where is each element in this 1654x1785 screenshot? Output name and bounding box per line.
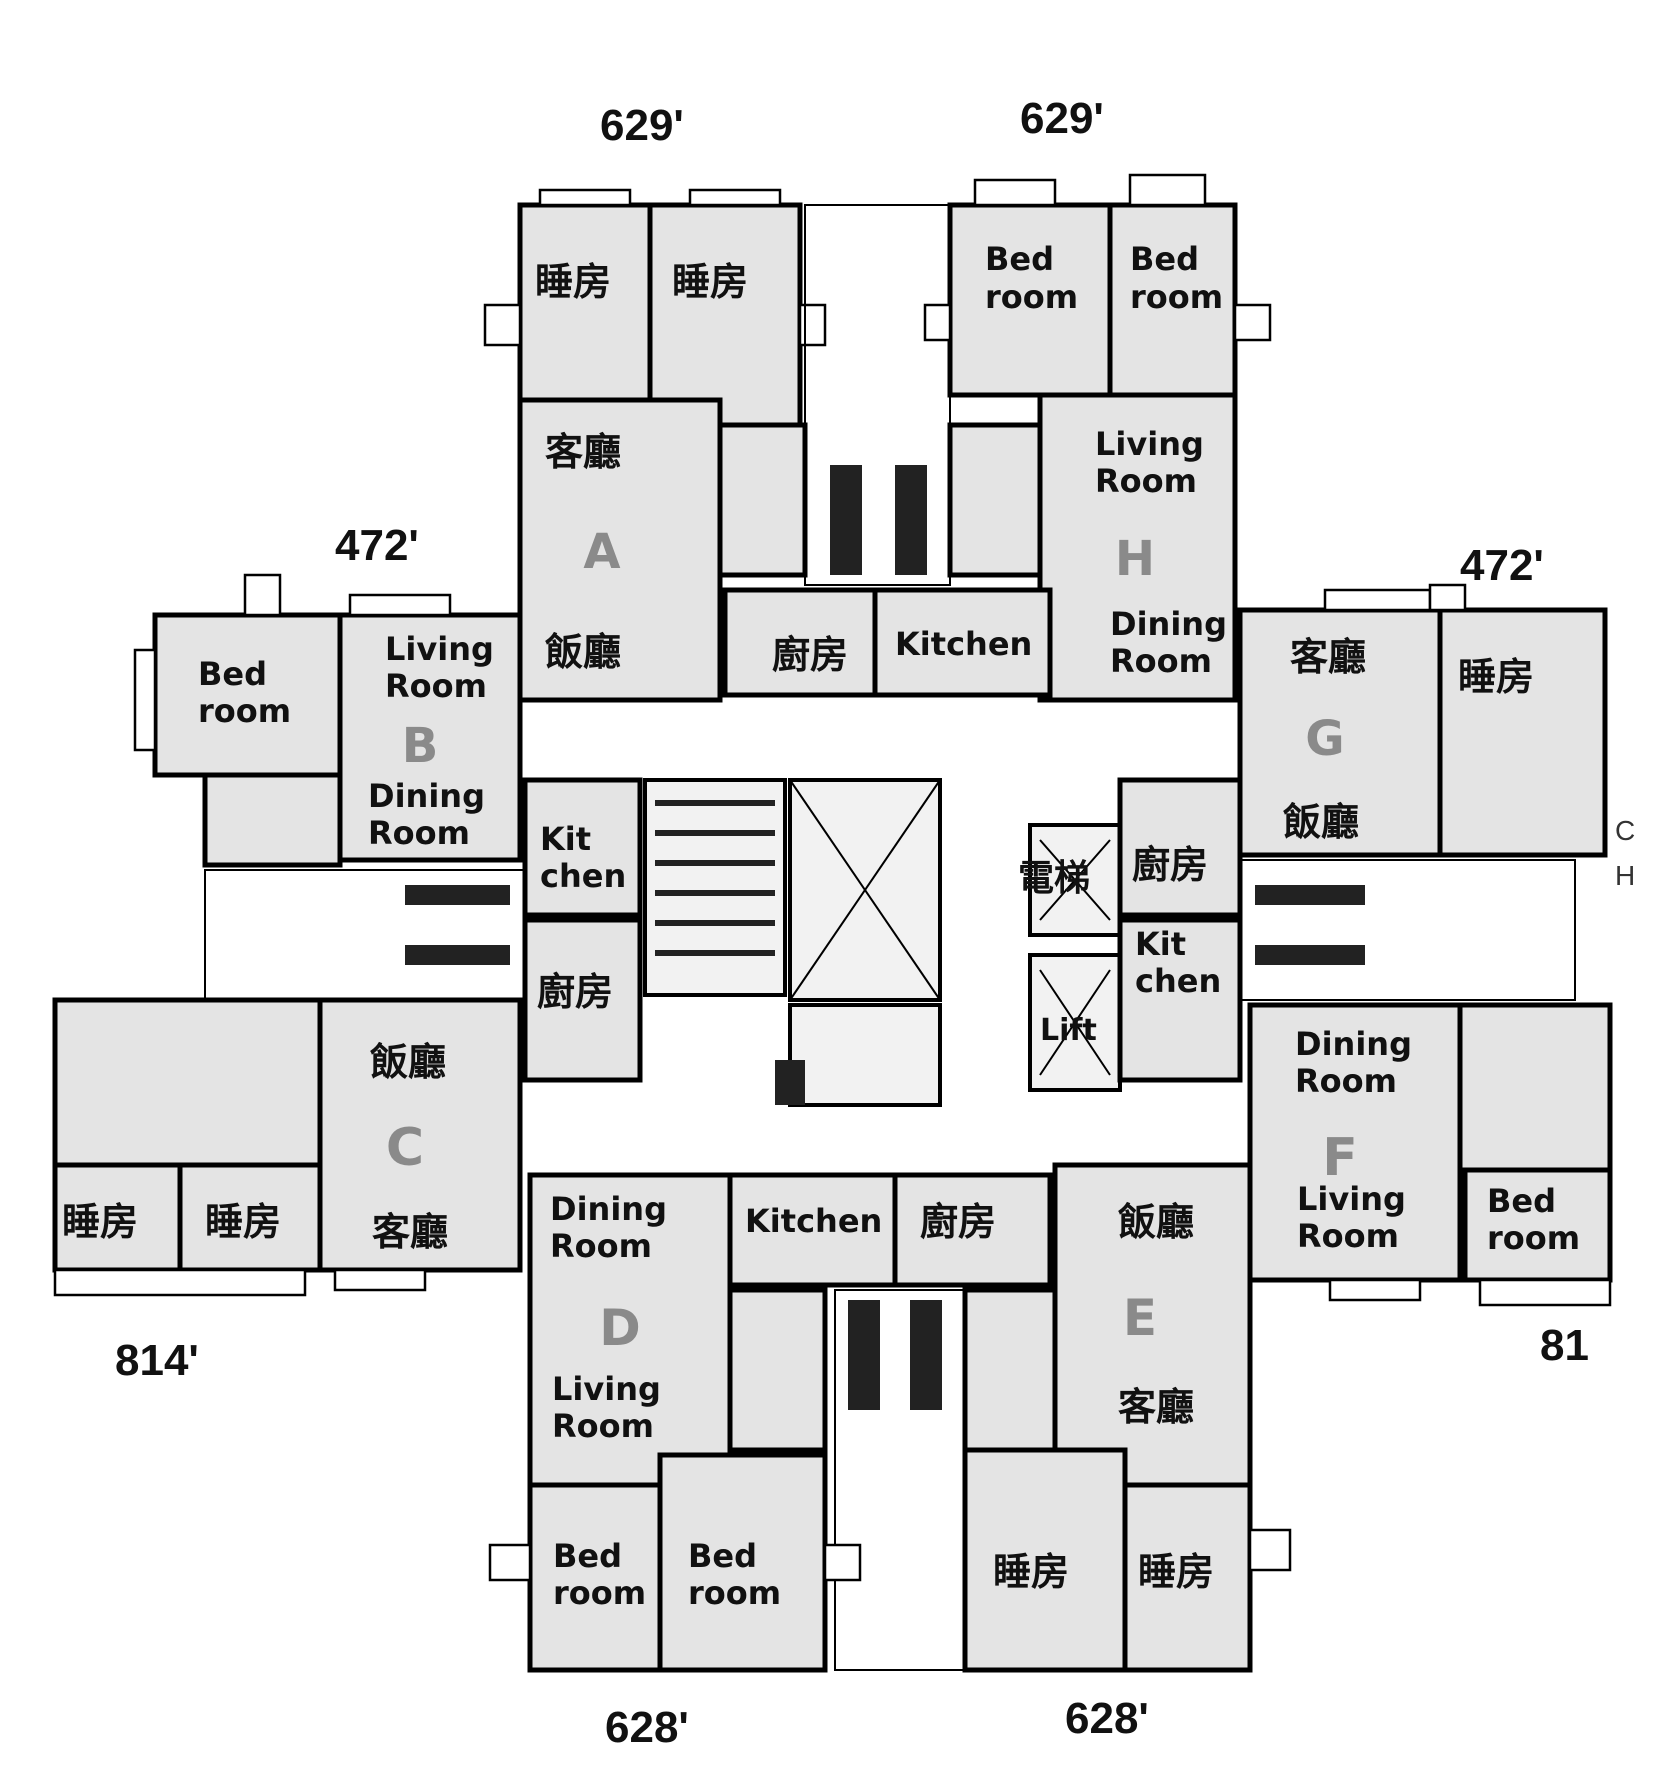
- room-label: Living: [552, 1370, 661, 1408]
- room-label: room: [198, 692, 291, 730]
- room-label: Room: [368, 814, 470, 852]
- bottom-corridor: [727, 1172, 1053, 1671]
- room-label: Room: [1295, 1062, 1397, 1100]
- room-label: Dining: [550, 1190, 667, 1228]
- room-label: 飯廳: [1118, 1200, 1194, 1244]
- room-label: 睡房: [672, 260, 748, 304]
- unit-c: [52, 997, 523, 1297]
- unit-label-h: H: [1115, 531, 1155, 587]
- unit-g: [1117, 583, 1608, 1083]
- unit-label-e: E: [1123, 1289, 1157, 1347]
- room-label: 睡房: [535, 260, 611, 304]
- area-label-bottom-left-wing: 814': [115, 1336, 199, 1385]
- room-label: Room: [1297, 1217, 1399, 1255]
- room-label: Bed: [1487, 1182, 1556, 1220]
- unit-label-b: B: [402, 718, 439, 774]
- room-label: Bed: [985, 240, 1054, 278]
- right-link: [1239, 859, 1576, 1001]
- unit-label-a: A: [583, 524, 620, 580]
- unit-a: [483, 188, 827, 703]
- room-label: Bed: [198, 655, 267, 693]
- room-label: Room: [552, 1407, 654, 1445]
- left-link: [204, 869, 643, 1083]
- room-label: 客廳: [1118, 1385, 1194, 1429]
- room-label: Dining: [1295, 1025, 1412, 1063]
- room-label: Kit: [1135, 925, 1186, 963]
- room-label: 客廳: [545, 430, 621, 474]
- room-label: room: [553, 1574, 646, 1612]
- room-label: 電梯: [1018, 858, 1090, 899]
- room-label: Room: [1095, 462, 1197, 500]
- room-label: chen: [1135, 962, 1221, 1000]
- unit-b: [133, 573, 643, 918]
- room-label: 飯廳: [545, 630, 621, 674]
- room-label: 廚房: [537, 970, 613, 1014]
- unit-label-d: D: [599, 1299, 641, 1357]
- unit-d: [488, 1172, 862, 1673]
- room-label: Kitchen: [745, 1202, 882, 1240]
- room-label: 廚房: [1132, 843, 1208, 887]
- room-label: 客廳: [372, 1210, 448, 1254]
- room-label: Living: [1095, 425, 1204, 463]
- room-label: Dining: [368, 777, 485, 815]
- area-label-bottom-left: 628': [605, 1703, 689, 1752]
- room-label: Living: [385, 630, 494, 668]
- room-label: room: [688, 1574, 781, 1612]
- unit-h: [923, 173, 1272, 703]
- room-label: 飯廳: [370, 1040, 446, 1084]
- edge-fragment: H: [1615, 860, 1635, 891]
- area-label-mid-right: 472': [1460, 541, 1544, 590]
- unit-label-f: F: [1322, 1128, 1358, 1188]
- room-label: Living: [1297, 1180, 1406, 1218]
- room-label: Bed: [688, 1537, 757, 1575]
- unit-label-g: G: [1305, 711, 1344, 767]
- room-label: Dining: [1110, 605, 1227, 643]
- room-label: 睡房: [993, 1550, 1069, 1594]
- area-label-bottom-right-wing: 81: [1540, 1321, 1589, 1370]
- room-label: 客廳: [1290, 635, 1366, 679]
- room-label: 睡房: [205, 1200, 281, 1244]
- area-label-top-right: 629': [1020, 94, 1104, 143]
- room-label: 睡房: [1138, 1550, 1214, 1594]
- room-label: Room: [1110, 642, 1212, 680]
- area-label-bottom-right: 628': [1065, 1694, 1149, 1743]
- unit-f: [1247, 1002, 1613, 1307]
- room-label: 飯廳: [1283, 800, 1359, 844]
- room-label: 睡房: [62, 1200, 138, 1244]
- room-label: Bed: [553, 1537, 622, 1575]
- central-core: [643, 778, 1122, 1107]
- room-label: Lift: [1040, 1013, 1097, 1048]
- room-label: Kit: [540, 820, 591, 858]
- room-label: Bed: [1130, 240, 1199, 278]
- room-label: 廚房: [772, 633, 848, 677]
- room-label: room: [1130, 278, 1223, 316]
- room-label: Room: [385, 667, 487, 705]
- area-label-top-left: 629': [600, 101, 684, 150]
- unit-e: [962, 1162, 1292, 1673]
- unit-label-c: C: [386, 1118, 424, 1178]
- room-label: room: [1487, 1219, 1580, 1257]
- room-label: Room: [550, 1227, 652, 1265]
- room-label: 睡房: [1458, 655, 1534, 699]
- room-label: 廚房: [920, 1200, 996, 1244]
- area-label-mid-left: 472': [335, 521, 419, 570]
- room-label: room: [985, 278, 1078, 316]
- edge-fragment: C: [1615, 815, 1635, 846]
- top-corridor: [722, 204, 1053, 698]
- room-label: Kitchen: [895, 625, 1032, 663]
- room-label: chen: [540, 857, 626, 895]
